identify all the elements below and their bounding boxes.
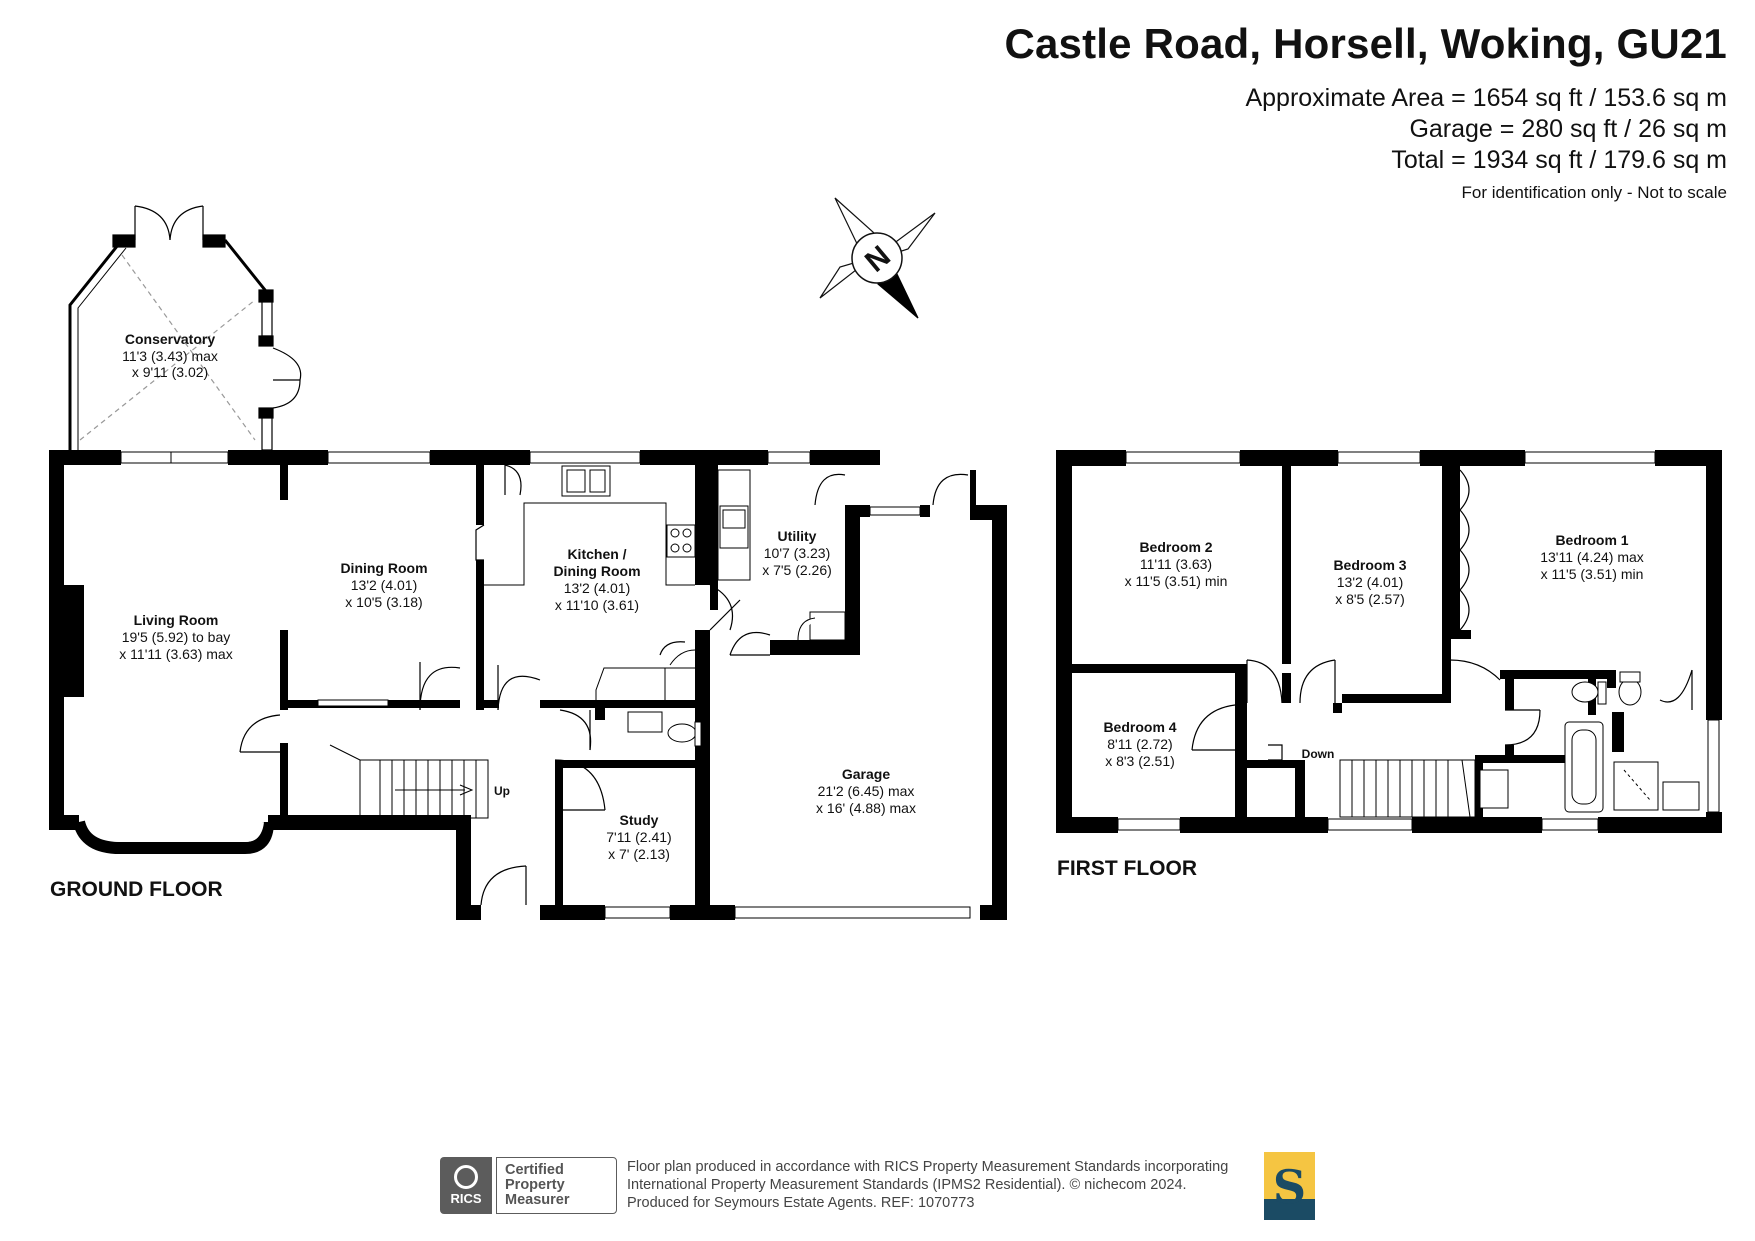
svg-text:Bedroom 2: Bedroom 2 bbox=[1139, 539, 1212, 555]
seymours-logo-letter: S bbox=[1272, 1160, 1307, 1214]
svg-text:8'11 (2.72): 8'11 (2.72) bbox=[1107, 736, 1172, 752]
rics-badge: RICS Certified Property Measurer bbox=[440, 1157, 617, 1214]
footer-line-1: Floor plan produced in accordance with R… bbox=[627, 1159, 1229, 1175]
footer-text: Floor plan produced in accordance with R… bbox=[627, 1158, 1228, 1212]
label-living-room: Living Room 19'5 (5.92) to bay x 11'11 (… bbox=[119, 612, 232, 662]
conservatory-frame bbox=[68, 205, 302, 451]
badge-line-2: Property bbox=[505, 1177, 565, 1193]
svg-text:x 11'5 (3.51) min: x 11'5 (3.51) min bbox=[1125, 573, 1228, 589]
label-conservatory: Conservatory 11'3 (3.43) max x 9'11 (3.0… bbox=[122, 331, 218, 380]
rics-logo-text: RICS bbox=[450, 1191, 482, 1206]
svg-text:Bedroom 1: Bedroom 1 bbox=[1555, 532, 1628, 548]
svg-text:13'11 (4.24) max: 13'11 (4.24) max bbox=[1540, 549, 1644, 565]
first-floor-windows bbox=[1117, 451, 1720, 831]
ground-floor-label: GROUND FLOOR bbox=[50, 878, 223, 901]
svg-text:x 16' (4.88) max: x 16' (4.88) max bbox=[816, 800, 916, 816]
garage-area: Garage = 280 sq ft / 26 sq m bbox=[1409, 115, 1727, 143]
approximate-area: Approximate Area = 1654 sq ft / 153.6 sq… bbox=[1245, 84, 1727, 112]
page-title: Castle Road, Horsell, Woking, GU21 bbox=[1004, 20, 1727, 67]
svg-text:11'11 (3.63): 11'11 (3.63) bbox=[1140, 556, 1212, 572]
rics-logo: RICS bbox=[440, 1157, 492, 1214]
svg-text:x 11'11 (3.63) max: x 11'11 (3.63) max bbox=[119, 646, 232, 662]
svg-text:21'2 (6.45) max: 21'2 (6.45) max bbox=[818, 783, 915, 799]
seymours-logo: S bbox=[1264, 1152, 1315, 1220]
label-bedroom-3: Bedroom 3 13'2 (4.01) x 8'5 (2.57) bbox=[1333, 557, 1406, 607]
ground-floor-doors bbox=[239, 464, 969, 906]
label-utility: Utility 10'7 (3.23) x 7'5 (2.26) bbox=[762, 528, 832, 578]
label-bedroom-4: Bedroom 4 8'11 (2.72) x 8'3 (2.51) bbox=[1103, 719, 1176, 769]
svg-text:19'5 (5.92) to bay: 19'5 (5.92) to bay bbox=[122, 629, 231, 645]
bathroom-fixtures bbox=[1479, 671, 1700, 813]
svg-text:13'2 (4.01): 13'2 (4.01) bbox=[1337, 574, 1404, 590]
kitchen-units bbox=[484, 465, 846, 700]
svg-text:x 9'11 (3.02): x 9'11 (3.02) bbox=[132, 364, 208, 380]
first-floor-doors bbox=[1191, 469, 1693, 761]
svg-text:Bedroom 4: Bedroom 4 bbox=[1103, 719, 1176, 735]
badge-line-3: Measurer bbox=[505, 1192, 570, 1208]
first-floor-label: FIRST FLOOR bbox=[1057, 857, 1197, 880]
svg-text:13'2 (4.01): 13'2 (4.01) bbox=[564, 580, 631, 596]
svg-text:x 10'5 (3.18): x 10'5 (3.18) bbox=[345, 594, 422, 610]
svg-text:7'11 (2.41): 7'11 (2.41) bbox=[606, 829, 671, 845]
compass-icon: N bbox=[819, 197, 936, 319]
ground-floor-stairs bbox=[329, 744, 489, 819]
svg-text:10'7 (3.23): 10'7 (3.23) bbox=[764, 545, 831, 561]
svg-text:Conservatory: Conservatory bbox=[125, 331, 215, 347]
ground-wc bbox=[627, 711, 702, 747]
badge-line-1: Certified bbox=[505, 1162, 564, 1178]
label-kitchen: Kitchen / Dining Room 13'2 (4.01) x 11'1… bbox=[553, 546, 640, 613]
label-garage: Garage 21'2 (6.45) max x 16' (4.88) max bbox=[816, 766, 916, 816]
rics-emblem-icon bbox=[454, 1165, 478, 1189]
identification-note: For identification only - Not to scale bbox=[1461, 183, 1727, 202]
stairs-down-label: Down bbox=[1302, 747, 1335, 761]
svg-text:Dining Room: Dining Room bbox=[340, 560, 427, 576]
svg-text:x 8'3 (2.51): x 8'3 (2.51) bbox=[1105, 753, 1175, 769]
svg-text:11'3 (3.43) max: 11'3 (3.43) max bbox=[122, 348, 218, 364]
footer-line-2: International Property Measurement Stand… bbox=[627, 1177, 1187, 1193]
label-study: Study 7'11 (2.41) x 7' (2.13) bbox=[606, 812, 671, 862]
stairs-up-label: Up bbox=[494, 784, 510, 798]
svg-text:x 8'5 (2.57): x 8'5 (2.57) bbox=[1335, 591, 1405, 607]
svg-text:13'2 (4.01): 13'2 (4.01) bbox=[351, 577, 418, 593]
svg-text:x 7'5 (2.26): x 7'5 (2.26) bbox=[762, 562, 832, 578]
certified-measurer-box: Certified Property Measurer bbox=[496, 1157, 617, 1214]
svg-text:Utility: Utility bbox=[778, 528, 817, 544]
ground-floor-walls bbox=[49, 450, 1007, 920]
ground-floor-windows bbox=[120, 451, 971, 919]
label-dining-room: Dining Room 13'2 (4.01) x 10'5 (3.18) bbox=[340, 560, 427, 610]
svg-text:Kitchen /: Kitchen / bbox=[567, 546, 626, 562]
svg-text:Living Room: Living Room bbox=[134, 612, 219, 628]
label-bedroom-2: Bedroom 2 11'11 (3.63) x 11'5 (3.51) min bbox=[1125, 539, 1228, 589]
svg-text:Bedroom 3: Bedroom 3 bbox=[1333, 557, 1406, 573]
first-floor-stairs bbox=[1339, 759, 1476, 818]
total-area: Total = 1934 sq ft / 179.6 sq m bbox=[1391, 146, 1727, 174]
svg-text:Study: Study bbox=[620, 812, 659, 828]
svg-text:x 11'5 (3.51) min: x 11'5 (3.51) min bbox=[1541, 566, 1644, 582]
footer-line-3: Produced for Seymours Estate Agents. REF… bbox=[627, 1195, 975, 1211]
label-bedroom-1: Bedroom 1 13'11 (4.24) max x 11'5 (3.51)… bbox=[1540, 532, 1644, 582]
svg-text:x 7' (2.13): x 7' (2.13) bbox=[608, 846, 670, 862]
svg-text:Dining Room: Dining Room bbox=[553, 563, 640, 579]
svg-text:x 11'10 (3.61): x 11'10 (3.61) bbox=[555, 597, 639, 613]
first-floor-walls bbox=[1056, 450, 1722, 833]
svg-text:Garage: Garage bbox=[842, 766, 890, 782]
